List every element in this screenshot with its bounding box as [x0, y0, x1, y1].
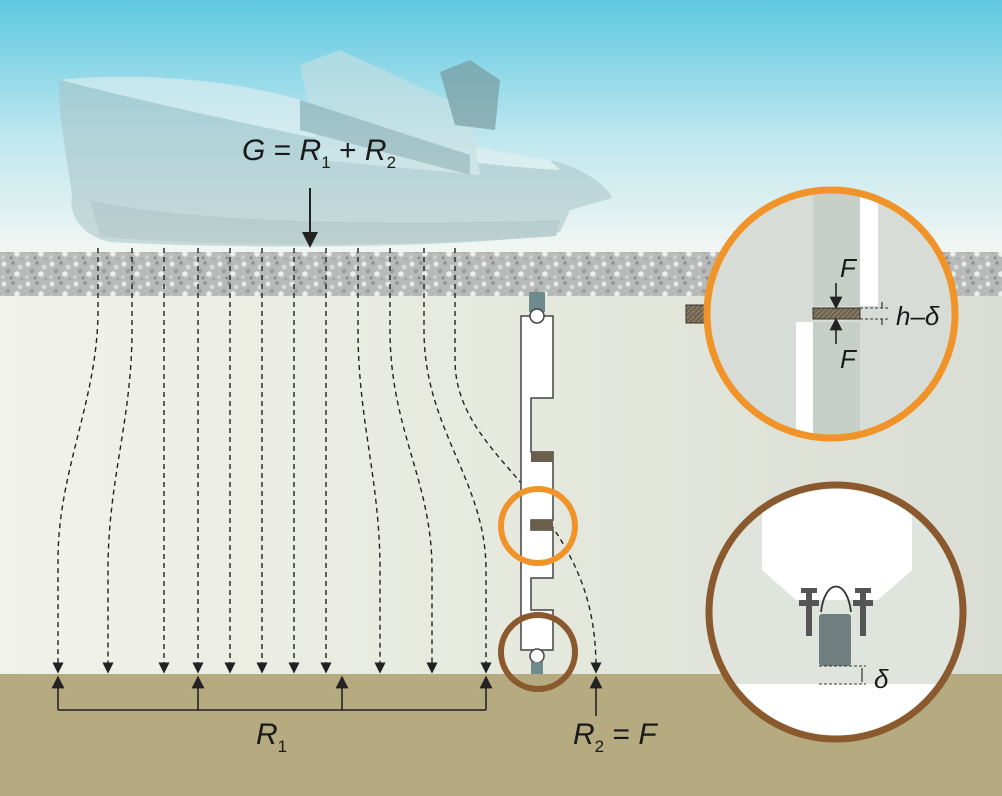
bolt-icon	[799, 588, 873, 636]
load-equation-label: G = R1 + R2	[242, 134, 396, 172]
force-top-label: F	[840, 253, 858, 283]
delta-label: δ	[874, 664, 889, 694]
inset-top: F F h–δ	[703, 186, 959, 442]
compressed-height-label: h–δ	[896, 301, 940, 331]
ship-icon	[59, 50, 613, 247]
inset-bottom: δ	[705, 481, 967, 743]
load-paths	[52, 248, 602, 674]
reaction-arrows	[51, 675, 603, 716]
load-cell-icon	[819, 614, 851, 666]
inset-ring-brown	[705, 481, 967, 743]
force-bottom-label: F	[840, 344, 858, 374]
magnifier-ring-brown	[498, 612, 578, 692]
magnifier-ring-orange	[498, 486, 578, 566]
support-strut	[520, 292, 554, 674]
r1-label: R1	[256, 718, 287, 756]
inset-ring-orange	[703, 186, 959, 442]
r2-equals-f-label: R2 = F	[573, 718, 658, 756]
